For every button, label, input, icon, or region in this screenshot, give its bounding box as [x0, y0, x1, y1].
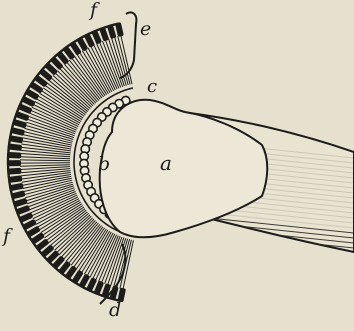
label-d: d — [109, 299, 121, 321]
label-b: b — [98, 153, 110, 175]
stalk-hatch-line — [180, 250, 354, 268]
stalk-hatch-line — [180, 245, 354, 263]
striation-line — [20, 160, 70, 161]
stalk-hatch-line — [180, 260, 354, 278]
label-e: e — [140, 18, 151, 40]
striation-line — [23, 135, 72, 146]
label-a: a — [160, 151, 172, 175]
label-c: c — [147, 76, 157, 97]
label-f-top: f — [88, 0, 100, 21]
label-f-left: f — [1, 225, 13, 247]
striation-line — [20, 165, 70, 167]
striation-line — [20, 157, 70, 159]
stalk-hatch-line — [180, 265, 354, 283]
striation-line — [23, 180, 72, 191]
stalk-hatch-line — [180, 255, 354, 273]
